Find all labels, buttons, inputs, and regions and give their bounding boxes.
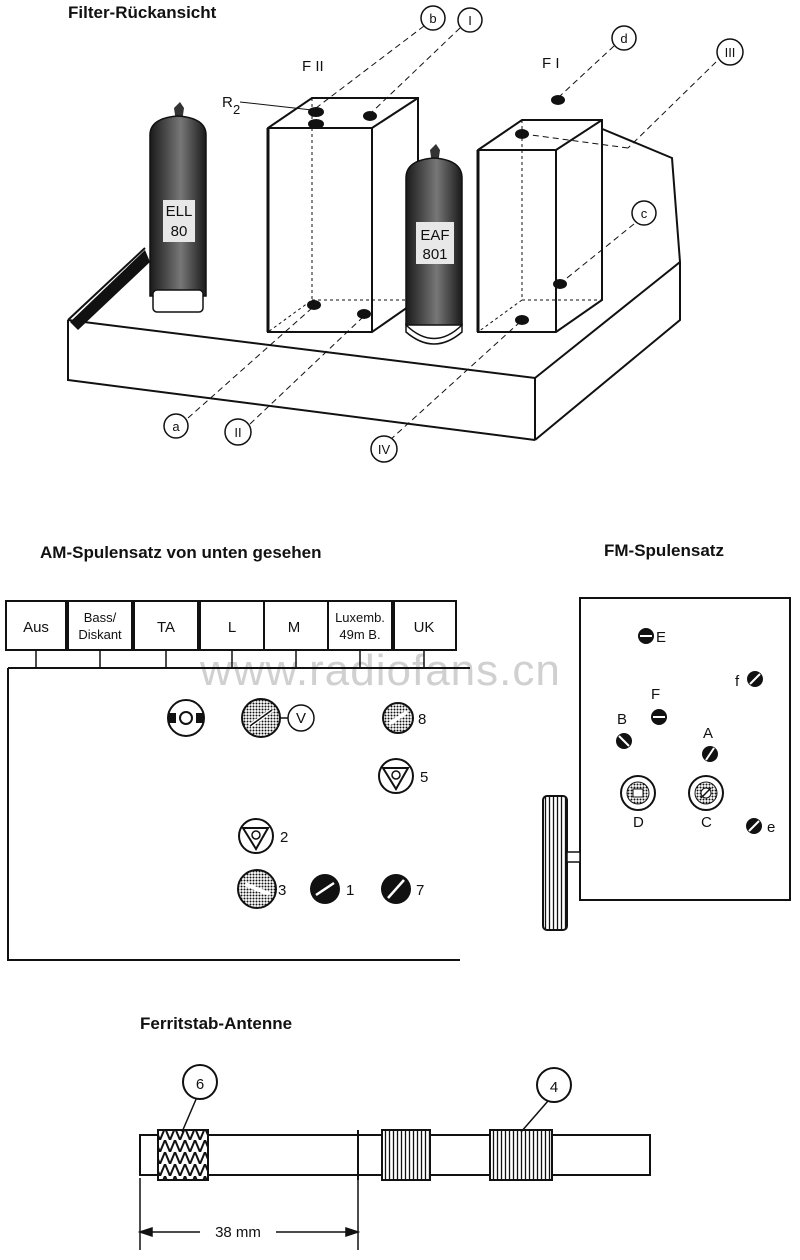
section-title-filter: Filter-Rückansicht xyxy=(68,3,217,22)
section-title-fm: FM-Spulensatz xyxy=(604,541,724,560)
section-title-am: AM-Spulensatz von unten gesehen xyxy=(40,543,321,562)
svg-text:7: 7 xyxy=(416,882,424,899)
svg-text:6: 6 xyxy=(196,1076,204,1093)
svg-text:f: f xyxy=(735,673,740,690)
svg-text:I: I xyxy=(468,13,472,28)
callout-iv: IV xyxy=(370,435,398,463)
chassis-board xyxy=(67,127,682,441)
dimension-38mm xyxy=(137,1178,361,1250)
svg-text:4: 4 xyxy=(550,1079,558,1096)
svg-text:D: D xyxy=(633,814,644,831)
tube-ell-number: 80 xyxy=(171,223,188,240)
tube-eaf801: EAF 801 xyxy=(405,144,463,345)
svg-text:d: d xyxy=(620,31,627,46)
core-7: 7 xyxy=(381,874,424,904)
svg-text:A: A xyxy=(703,725,713,742)
ferrite-rod xyxy=(139,1129,651,1181)
tube-eaf-label: EAF xyxy=(420,227,449,244)
fm-point-F: F xyxy=(651,686,667,725)
core-5: 5 xyxy=(378,758,428,794)
callout-4: 4 xyxy=(520,1067,572,1133)
fm-point-f: f xyxy=(735,671,763,690)
fm-point-A: A xyxy=(702,725,718,762)
svg-text:TA: TA xyxy=(157,619,175,636)
watermark: www.radiofans.cn xyxy=(199,646,561,695)
svg-text:b: b xyxy=(429,11,436,26)
svg-text:Luxemb.: Luxemb. xyxy=(335,610,385,625)
callout-leaders xyxy=(187,25,717,441)
label-r2-sub: 2 xyxy=(233,102,240,117)
svg-text:B: B xyxy=(617,711,627,728)
svg-text:UK: UK xyxy=(414,619,435,636)
svg-text:V: V xyxy=(296,710,306,727)
fm-point-e: e xyxy=(746,818,775,836)
tube-ell80: ELL 80 xyxy=(149,102,207,313)
am-coil-panel xyxy=(7,650,470,961)
svg-text:3: 3 xyxy=(278,882,286,899)
tube-ell-label: ELL xyxy=(166,203,193,220)
svg-text:e: e xyxy=(767,819,775,836)
fm-point-E: E xyxy=(638,628,666,646)
core-8: 8 xyxy=(382,702,426,734)
key-l: L xyxy=(199,600,265,651)
filter-can-f2 xyxy=(266,97,419,333)
callout-c: c xyxy=(631,200,657,226)
svg-text:IV: IV xyxy=(378,442,391,457)
svg-text:C: C xyxy=(701,814,712,831)
core-1: 1 xyxy=(310,874,354,904)
key-uk: UK xyxy=(393,600,457,651)
svg-text:II: II xyxy=(234,425,241,440)
callout-i: I xyxy=(457,7,483,33)
tube-eaf-number: 801 xyxy=(422,246,447,263)
svg-text:L: L xyxy=(228,619,236,636)
svg-text:F: F xyxy=(651,686,660,703)
svg-text:c: c xyxy=(641,206,648,221)
svg-text:49m B.: 49m B. xyxy=(339,627,380,642)
callout-b: b xyxy=(420,5,446,31)
svg-text:1: 1 xyxy=(346,882,354,899)
callout-ii: II xyxy=(224,418,252,446)
label-f2: F II xyxy=(302,58,324,75)
fm-point-B: B xyxy=(616,711,632,749)
core-v: V xyxy=(241,698,315,738)
key-bass-diskant: Bass/ Diskant xyxy=(67,600,133,651)
callout-a: a xyxy=(163,413,189,439)
key-aus: Aus xyxy=(5,600,67,651)
trimmer-connector xyxy=(167,699,205,737)
key-luxemb: Luxemb. 49m B. xyxy=(327,600,393,651)
label-r2: R xyxy=(222,94,233,111)
filter-can-f1 xyxy=(476,95,603,333)
svg-text:III: III xyxy=(725,45,736,60)
svg-text:E: E xyxy=(656,629,666,646)
svg-text:8: 8 xyxy=(418,711,426,728)
key-m: M xyxy=(263,600,329,651)
dimension-label: 38 mm xyxy=(215,1224,261,1241)
svg-text:a: a xyxy=(172,419,180,434)
core-3: 3 xyxy=(237,869,286,909)
svg-text:Aus: Aus xyxy=(23,619,49,636)
svg-text:2: 2 xyxy=(280,829,288,846)
fm-coil-panel xyxy=(542,597,791,931)
fm-point-C: C xyxy=(688,775,724,831)
label-f1: F I xyxy=(542,55,560,72)
svg-text:5: 5 xyxy=(420,769,428,786)
fm-point-D: D xyxy=(620,775,656,831)
section-title-ferrite: Ferritstab-Antenne xyxy=(140,1014,292,1033)
svg-text:Bass/: Bass/ xyxy=(84,610,117,625)
callout-iii: III xyxy=(716,38,744,66)
callout-6: 6 xyxy=(181,1064,218,1133)
svg-text:Diskant: Diskant xyxy=(78,627,122,642)
key-ta: TA xyxy=(133,600,199,651)
svg-text:M: M xyxy=(288,619,301,636)
core-2: 2 xyxy=(238,818,288,854)
callout-d: d xyxy=(611,25,637,51)
